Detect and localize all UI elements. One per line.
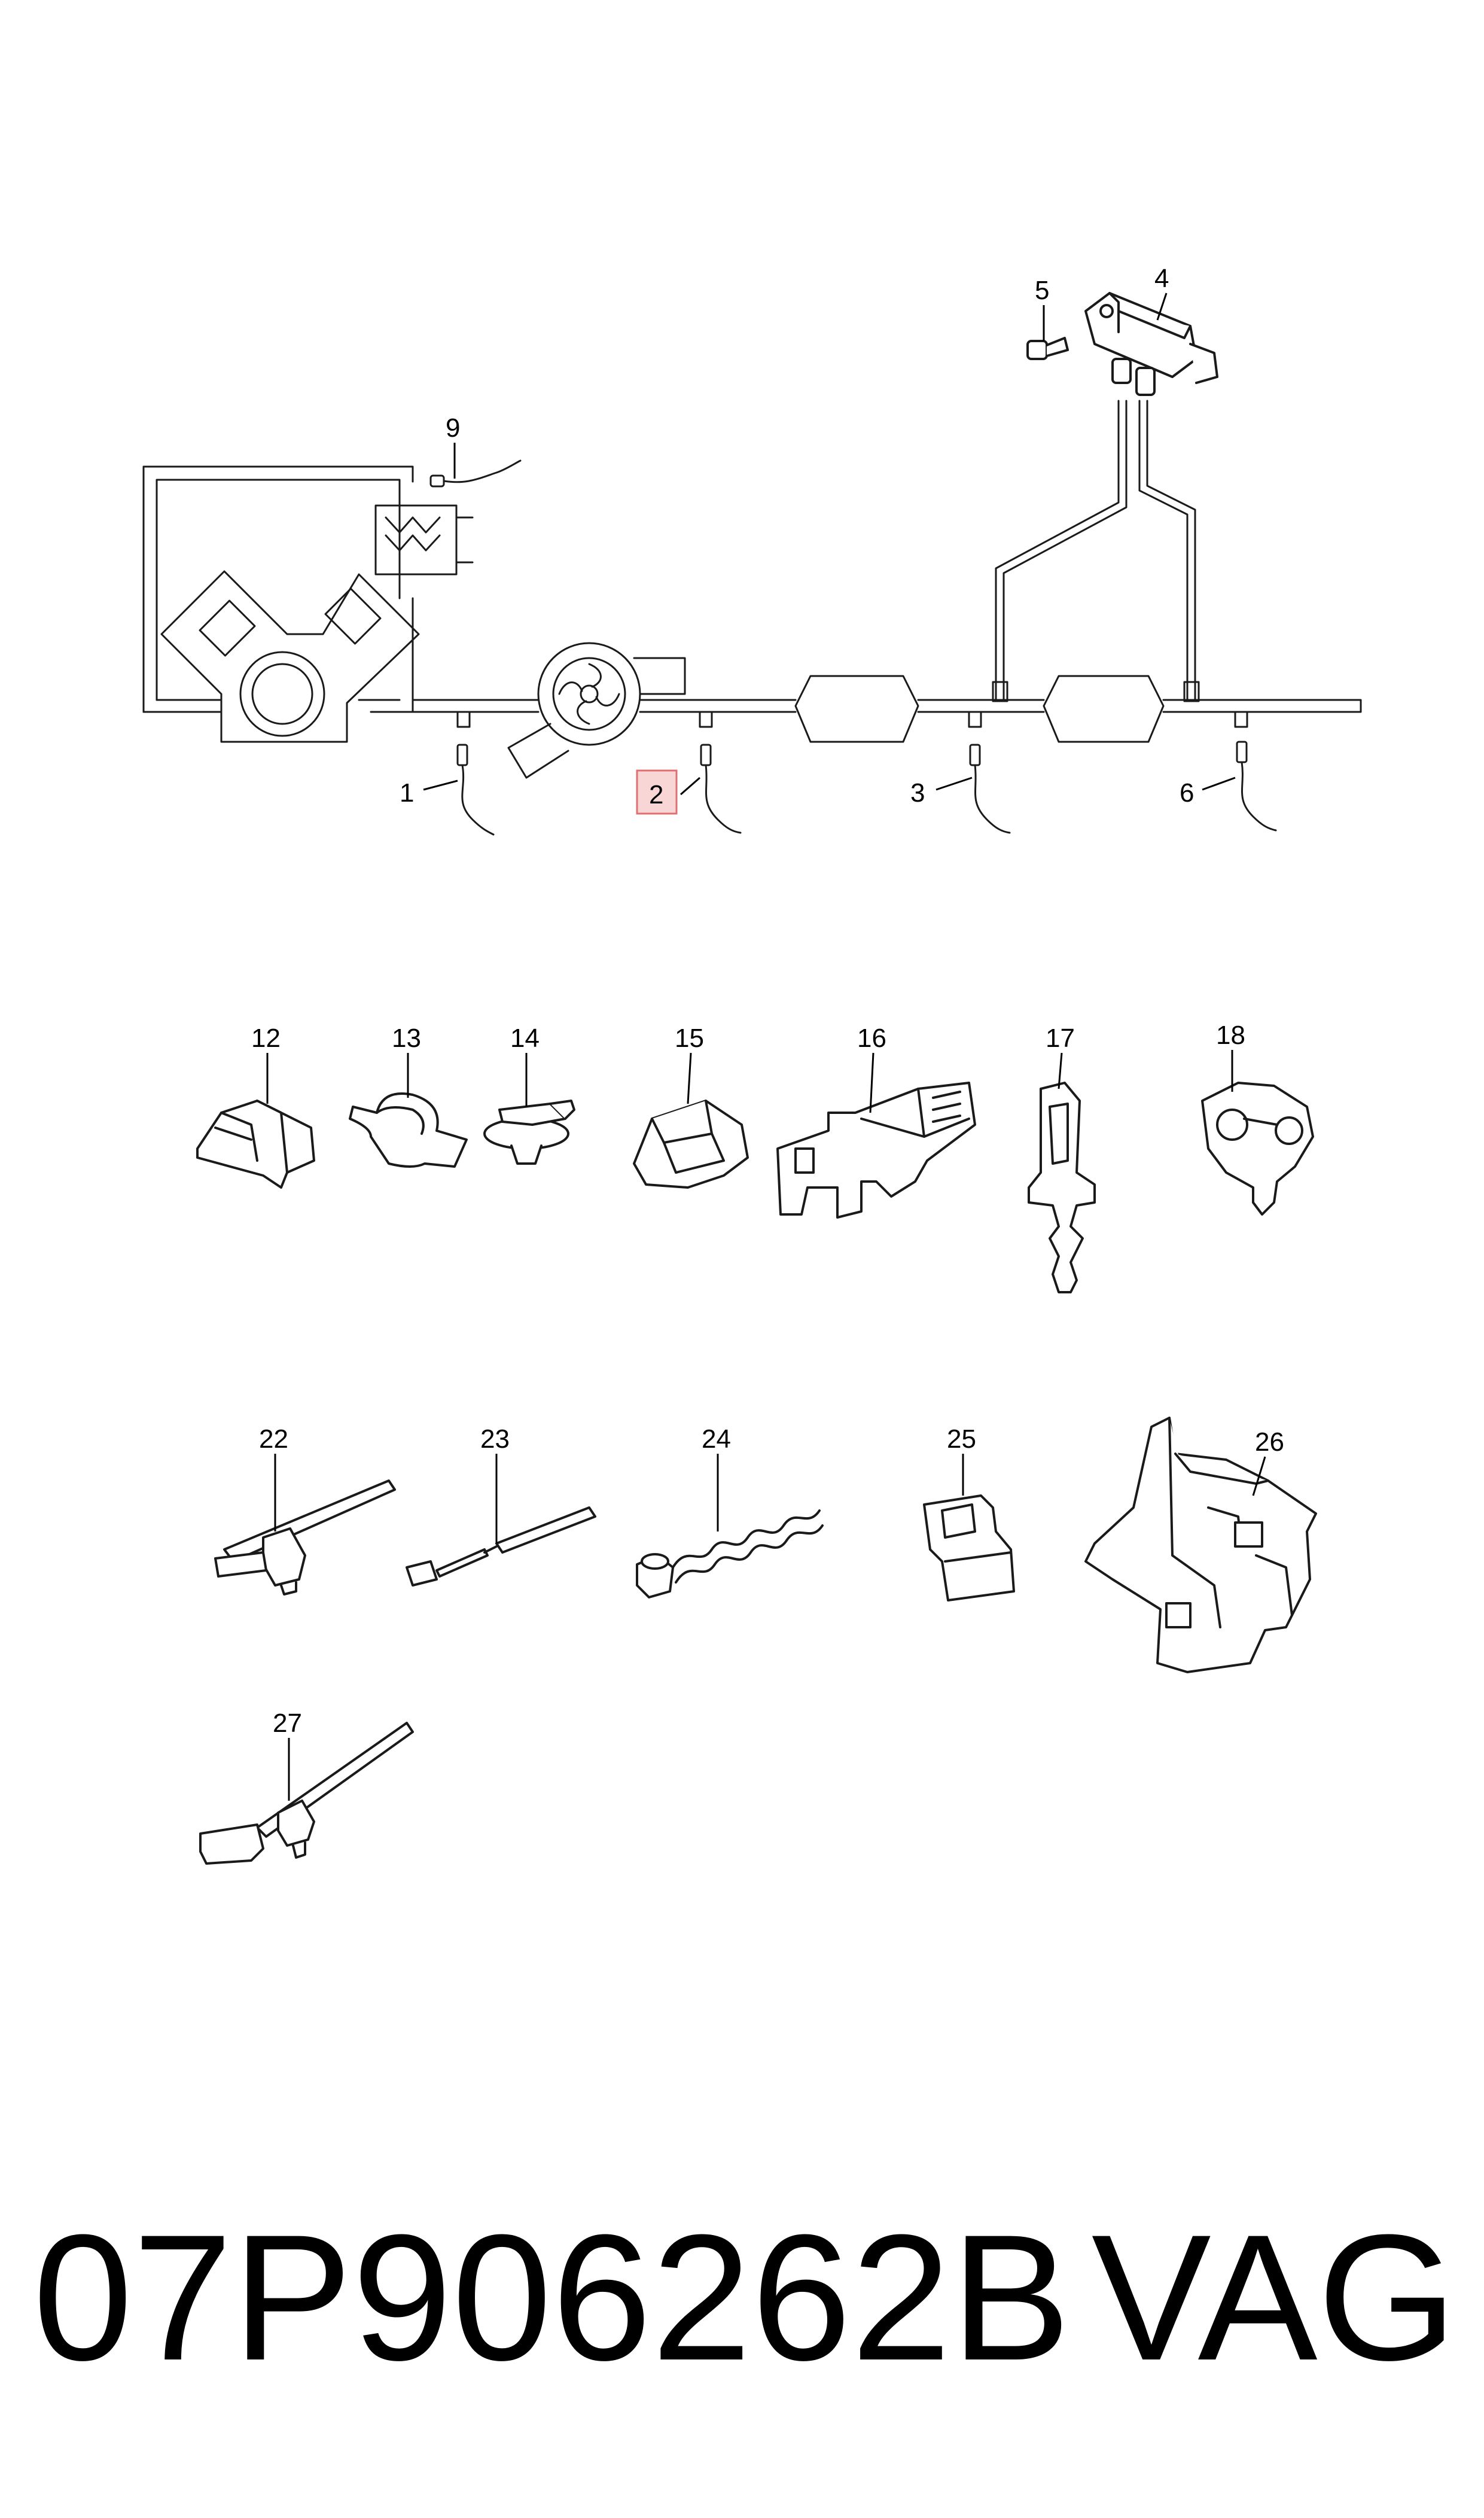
clip-16-icon — [776, 1082, 976, 1219]
turbocharger-icon — [507, 642, 686, 779]
clip-25-icon — [923, 1494, 1015, 1601]
callout-17[interactable]: 17 — [1046, 1024, 1075, 1053]
callout-2-highlight — [636, 769, 678, 815]
callout-18[interactable]: 18 — [1216, 1021, 1245, 1050]
brand-name: VAG — [1091, 2197, 1457, 2398]
bolt-5-icon — [1026, 337, 1069, 360]
callout-1[interactable]: 1 — [400, 778, 414, 808]
callout-23[interactable]: 23 — [480, 1424, 510, 1454]
engine-housing — [142, 465, 414, 713]
pressure-lines — [992, 400, 1200, 702]
clip-14-icon — [483, 1100, 575, 1165]
callout-12[interactable]: 12 — [251, 1024, 281, 1053]
callout-24[interactable]: 24 — [702, 1424, 731, 1454]
callout-26[interactable]: 26 — [1255, 1427, 1284, 1457]
callout-14[interactable]: 14 — [510, 1024, 540, 1053]
callout-labels: 1 2 3 6 4 5 9 12 13 14 15 16 17 18 22 23… — [251, 264, 1284, 1738]
sensor-9-lead — [429, 459, 522, 488]
callout-6[interactable]: 6 — [1180, 778, 1194, 808]
exhaust-system-schematic — [142, 292, 1362, 836]
temperature-sensor-3 — [969, 744, 1011, 834]
temperature-sensor-1 — [456, 744, 495, 836]
callout-4[interactable]: 4 — [1154, 264, 1169, 293]
clip-15-icon — [633, 1100, 749, 1189]
v-engine-icon — [160, 570, 420, 743]
callout-13[interactable]: 13 — [392, 1024, 421, 1053]
callout-5[interactable]: 5 — [1035, 276, 1049, 305]
clip-17-icon — [1028, 1082, 1096, 1293]
callout-25[interactable]: 25 — [947, 1424, 976, 1454]
callout-2[interactable]: 2 — [649, 780, 663, 809]
callout-27[interactable]: 27 — [273, 1709, 302, 1738]
clip-13-icon — [349, 1092, 468, 1168]
clip-12-icon — [196, 1100, 315, 1189]
callout-22[interactable]: 22 — [259, 1424, 288, 1454]
clip-18-icon — [1201, 1082, 1314, 1216]
callout-leaders — [266, 293, 1266, 1801]
intercooler-icon — [374, 504, 474, 576]
callout-9[interactable]: 9 — [446, 413, 460, 443]
temperature-sensor-2 — [700, 744, 742, 834]
callout-3[interactable]: 3 — [910, 778, 925, 808]
sensor-taps — [456, 711, 1248, 728]
cable-tie-27-icon — [199, 1722, 414, 1865]
pressure-sensor-4-icon — [1084, 292, 1218, 396]
callout-15[interactable]: 15 — [675, 1024, 704, 1053]
cable-tie-23-icon — [406, 1506, 596, 1587]
temperature-sensor-6 — [1236, 741, 1277, 832]
catalytic-converter-1-icon — [794, 675, 919, 743]
cable-tie-22-icon — [214, 1479, 396, 1596]
callout-16[interactable]: 16 — [857, 1024, 886, 1053]
catalytic-converter-2-icon — [1043, 675, 1165, 743]
cable-tie-24-icon — [636, 1509, 824, 1599]
part-number: 07P906262B — [33, 2197, 1071, 2398]
